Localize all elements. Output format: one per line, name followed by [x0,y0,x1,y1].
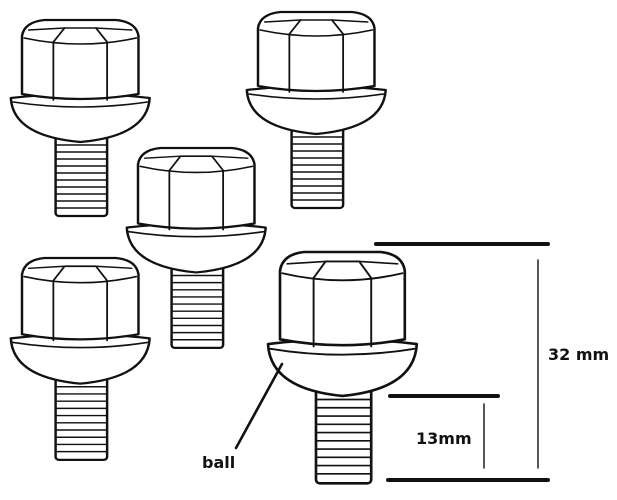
bolt-center [125,146,267,350]
bolt-bottom-left [9,256,151,462]
bolt-top-right [245,10,387,210]
bolt-measured [266,250,419,485]
overall-length-label: 32 mm [548,345,609,364]
bolt-top-left [9,18,151,218]
ball-leader-line [234,362,284,450]
thread-length-label: 13mm [416,429,472,448]
ball-label: ball [202,453,235,472]
